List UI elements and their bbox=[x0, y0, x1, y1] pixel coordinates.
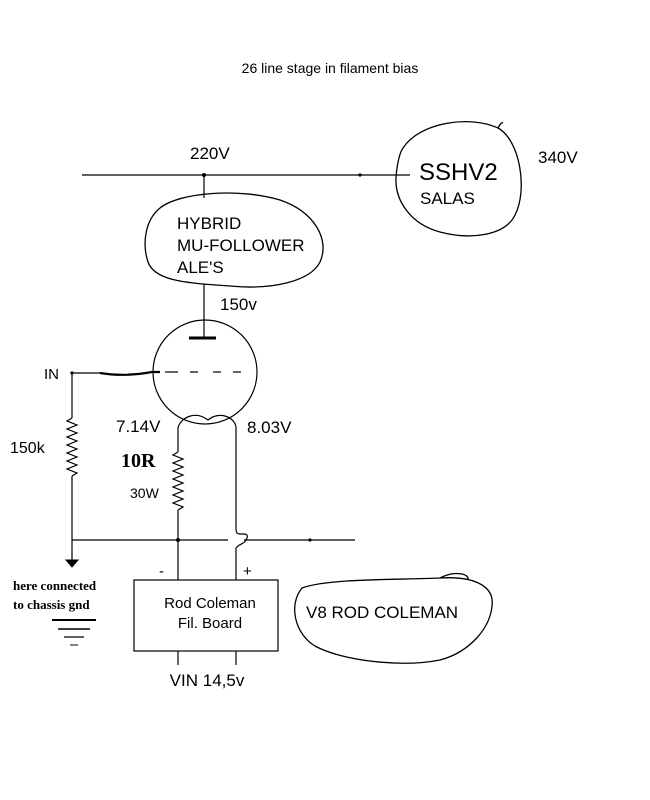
resistor-icon bbox=[65, 417, 79, 477]
hybrid-label-line1: HYBRID bbox=[177, 214, 241, 233]
board-label-line1: Rod Coleman bbox=[164, 595, 256, 612]
junction-dot bbox=[308, 538, 312, 542]
plus-polarity-label: + bbox=[243, 563, 252, 580]
resistor-icon bbox=[171, 451, 185, 511]
ground-icon bbox=[64, 559, 80, 568]
hybrid-label-line3: ALE'S bbox=[177, 258, 224, 277]
triode-tube-icon bbox=[152, 319, 258, 440]
junction-dot bbox=[176, 538, 180, 542]
board-input-label: VIN 14,5v bbox=[170, 671, 245, 690]
v8-rod-coleman-cloud bbox=[294, 572, 493, 664]
plate-voltage-label: 150v bbox=[220, 295, 257, 314]
grid-resistor-label: 150k bbox=[10, 440, 46, 457]
rod-coleman-board-box bbox=[133, 579, 279, 652]
bias-resistor-power-label: 30W bbox=[130, 485, 160, 501]
ground-note-line2: to chassis gnd bbox=[13, 597, 90, 612]
diagram-title: 26 line stage in filament bias bbox=[242, 60, 419, 76]
filament-plus-wire bbox=[235, 440, 248, 580]
grid-wire bbox=[99, 370, 160, 376]
hybrid-label-line2: MU-FOLLOWER bbox=[177, 236, 305, 255]
sshv2-voltage-label: 340V bbox=[538, 148, 578, 167]
supply-voltage-label: 220V bbox=[190, 144, 230, 163]
input-label: IN bbox=[44, 366, 59, 383]
hybrid-mu-follower-cloud bbox=[144, 192, 324, 288]
filament-left-voltage-label: 7.14V bbox=[116, 417, 161, 436]
sshv2-cloud bbox=[395, 121, 522, 237]
ground-note-line1: here connected bbox=[13, 578, 97, 593]
junction-dot bbox=[358, 173, 362, 177]
minus-polarity-label: - bbox=[159, 563, 164, 580]
bias-resistor-value-label: 10R bbox=[121, 450, 156, 472]
board-label-line2: Fil. Board bbox=[178, 615, 242, 632]
sshv2-maker-label: SALAS bbox=[420, 189, 475, 208]
sshv2-label: SSHV2 bbox=[419, 159, 498, 186]
chassis-ground-icon bbox=[52, 619, 96, 646]
filament-right-voltage-label: 8.03V bbox=[247, 418, 292, 437]
v8-rod-coleman-label: V8 ROD COLEMAN bbox=[306, 603, 458, 622]
